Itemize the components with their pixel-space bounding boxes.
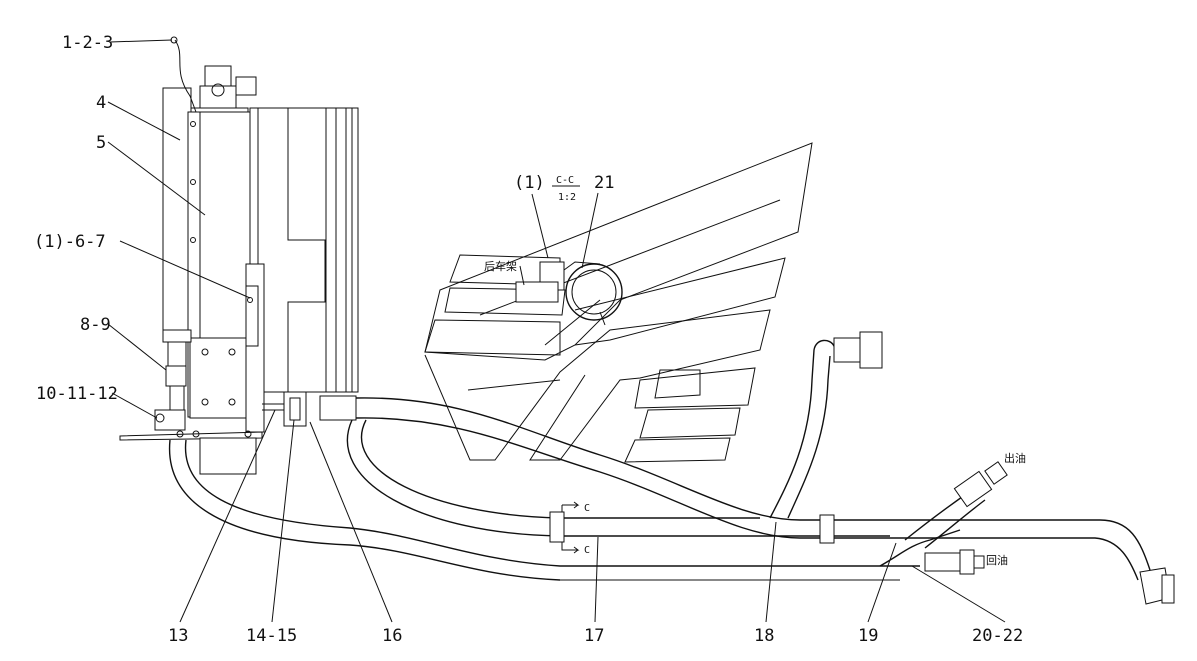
label-16: 16 bbox=[382, 626, 402, 646]
fan-shroud bbox=[249, 107, 359, 393]
label-1-2-3: 1-2-3 bbox=[62, 33, 113, 53]
elbow-fitting bbox=[833, 337, 861, 363]
label-21: 21 bbox=[594, 173, 614, 193]
label-13: 13 bbox=[168, 626, 188, 646]
label-section-ref: (1) bbox=[514, 173, 545, 193]
hose-13 bbox=[184, 439, 920, 567]
mounting-plate bbox=[189, 337, 247, 419]
label-cut-c-top: C bbox=[584, 503, 590, 514]
sensor-wire bbox=[174, 39, 197, 113]
label-1-6-7: (1)-6-7 bbox=[34, 232, 106, 252]
label-20-22: 20-22 bbox=[972, 626, 1023, 646]
hose-fitting-16 bbox=[319, 395, 357, 421]
label-14-15: 14-15 bbox=[246, 626, 297, 646]
label-17: 17 bbox=[584, 626, 604, 646]
section-detail-frame bbox=[424, 142, 813, 463]
drain-fitting bbox=[165, 365, 187, 387]
filler-neck bbox=[204, 65, 232, 87]
clamp-1 bbox=[549, 511, 565, 543]
clamp-2 bbox=[819, 514, 835, 544]
label-section-name: C-C bbox=[556, 175, 574, 186]
outlet-fitting bbox=[953, 470, 993, 508]
label-10-11-12: 10-11-12 bbox=[36, 384, 118, 404]
top-outlet bbox=[235, 76, 257, 96]
callout-labels: 1-2-3 4 5 (1)-6-7 8-9 10-11-12 13 14-15 … bbox=[34, 33, 1026, 646]
hose-18-edge bbox=[355, 417, 1139, 581]
hose-17-edge bbox=[346, 419, 890, 537]
pipe-section-inner bbox=[571, 269, 617, 315]
rear-frame-block bbox=[515, 281, 559, 303]
hose-17 bbox=[360, 419, 760, 519]
label-outlet: 出油 bbox=[1004, 451, 1026, 465]
label-rear-frame: 后车架 bbox=[484, 259, 517, 273]
leader-lines bbox=[107, 39, 1006, 623]
hose-lines bbox=[168, 331, 1175, 605]
label-18: 18 bbox=[754, 626, 774, 646]
side-plate bbox=[162, 87, 192, 341]
label-5: 5 bbox=[96, 133, 106, 153]
hose-18 bbox=[355, 397, 1151, 571]
label-8-9: 8-9 bbox=[80, 315, 111, 335]
filler-cap bbox=[199, 85, 237, 109]
label-4: 4 bbox=[96, 93, 106, 113]
radiator-assembly bbox=[119, 36, 359, 475]
label-return: 回油 bbox=[986, 553, 1008, 567]
return-fitting bbox=[924, 552, 962, 572]
pipe-section-outer bbox=[565, 263, 623, 321]
label-section-scale: 1:2 bbox=[558, 192, 576, 203]
lower-tank bbox=[199, 437, 257, 475]
cut-marker-bottom bbox=[561, 542, 580, 554]
label-cut-c-bottom: C bbox=[584, 545, 590, 556]
cut-marker-top bbox=[561, 501, 580, 512]
label-19: 19 bbox=[858, 626, 878, 646]
